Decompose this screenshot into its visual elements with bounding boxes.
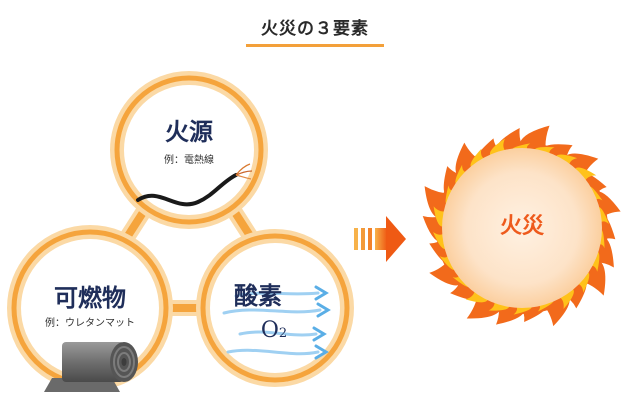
flame-tongue [579, 258, 606, 296]
title-underline [246, 44, 384, 47]
fuel-label: 可燃物 [54, 284, 126, 312]
flame-tongue [558, 287, 574, 309]
ignition-label: 火源 [165, 118, 213, 146]
flame-tongue [465, 290, 489, 303]
flame-tongue [439, 254, 456, 270]
fire-core [442, 148, 602, 308]
flame-tongue [576, 271, 590, 293]
oxygen-formula-subscript: 2 [278, 326, 288, 341]
oxygen-formula-symbol: O [260, 318, 279, 343]
heating-wire-icon [136, 163, 253, 207]
airflow-arrows-icon [222, 285, 331, 360]
oxygen-circle [196, 229, 354, 387]
flame-tongue [590, 251, 600, 272]
oxygen-formula: O2 [244, 318, 304, 343]
oxygen-label: 酸素 [234, 282, 282, 310]
flame-tongue [466, 292, 503, 319]
fire-label: 火災 [499, 214, 544, 239]
diagram-title: 火災の３要素 [261, 19, 369, 39]
right-arrow-icon [354, 216, 406, 262]
ignition-circle [110, 71, 268, 229]
flame-tongue [555, 154, 578, 166]
flame-tongue [574, 167, 597, 182]
flame-tongue [470, 148, 486, 169]
ignition-example: 例：電熱線 [164, 155, 214, 166]
fuel-example: 例：ウレタンマット [45, 318, 135, 329]
flame-tongue [488, 300, 510, 311]
urethane-mat-roll-icon [44, 342, 138, 392]
flame-tongue [534, 146, 555, 156]
